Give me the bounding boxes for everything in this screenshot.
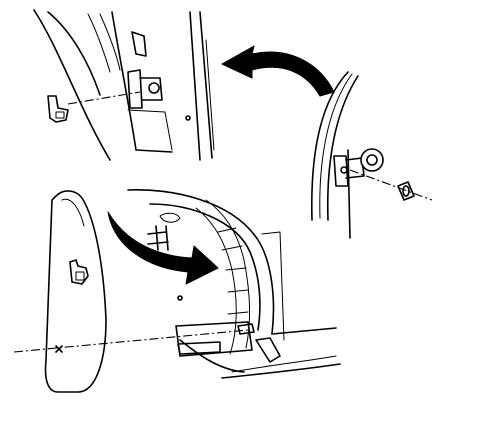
push-pin-head — [402, 185, 410, 197]
upper-bracket — [131, 31, 147, 57]
body-inner-curve — [326, 75, 359, 221]
hinge-plate — [139, 77, 163, 101]
liner-edge-2 — [195, 207, 237, 355]
panel-step — [127, 109, 173, 151]
curved-arrow-top — [221, 45, 335, 97]
alignment-line-bottom — [13, 329, 249, 353]
upper-clip — [159, 212, 181, 223]
door-frame-line-1 — [189, 11, 201, 161]
bumper-edge — [261, 231, 285, 341]
bracket-box — [333, 155, 349, 187]
door-frame-line-2 — [199, 11, 213, 159]
hinge-bolt — [148, 82, 160, 94]
hatch-mark — [147, 225, 169, 251]
left-clip — [47, 95, 69, 123]
alignment-line-right — [349, 169, 433, 201]
arrow-top-body — [221, 45, 335, 97]
shield-clip-slot — [75, 271, 85, 281]
inner-panel-edge — [111, 11, 173, 153]
rocker-panel-bottom — [221, 363, 341, 379]
arrow-bottom-body — [107, 211, 219, 285]
pillar-edge-line-2 — [87, 13, 111, 73]
fender-arch-outer — [127, 188, 275, 335]
curved-arrow-bottom — [107, 211, 219, 285]
lower-bracket-slot — [177, 341, 221, 355]
pillar-edge-line-3 — [99, 13, 121, 71]
body-rear-line — [347, 149, 351, 239]
bolt — [237, 323, 255, 335]
retainer-grommet-outer — [360, 148, 384, 172]
small-hole — [177, 295, 183, 301]
shield-clip — [69, 259, 89, 285]
small-rivet — [185, 115, 191, 121]
alignment-line-top — [67, 91, 141, 105]
door-frame-line-3 — [205, 39, 215, 151]
push-pin — [397, 181, 415, 201]
pillar-edge-line — [47, 11, 101, 96]
retainer-grommet-center — [340, 166, 348, 174]
liner-rib-1 — [217, 227, 249, 315]
top-right-detail-view — [310, 71, 433, 239]
hinge-block — [127, 69, 143, 109]
shield-outline — [44, 190, 107, 393]
rocker-panel-top — [271, 327, 337, 335]
top-left-pillar-view — [33, 9, 215, 161]
lower-bracket — [175, 321, 253, 357]
lower-tab — [255, 337, 281, 363]
body-edge-curve — [319, 73, 353, 219]
shield-inner-edge — [61, 198, 85, 227]
left-clip-slot — [55, 111, 65, 119]
retainer-grommet-inner — [366, 154, 378, 166]
wheel-well-view — [127, 188, 341, 379]
splash-shield — [13, 190, 249, 393]
pillar-outer-curve — [33, 9, 111, 161]
fastener-mark — [55, 345, 63, 353]
fender-arch-inner — [149, 203, 261, 331]
body-outer-curve — [310, 71, 349, 221]
rocker-panel-mid — [231, 355, 337, 373]
